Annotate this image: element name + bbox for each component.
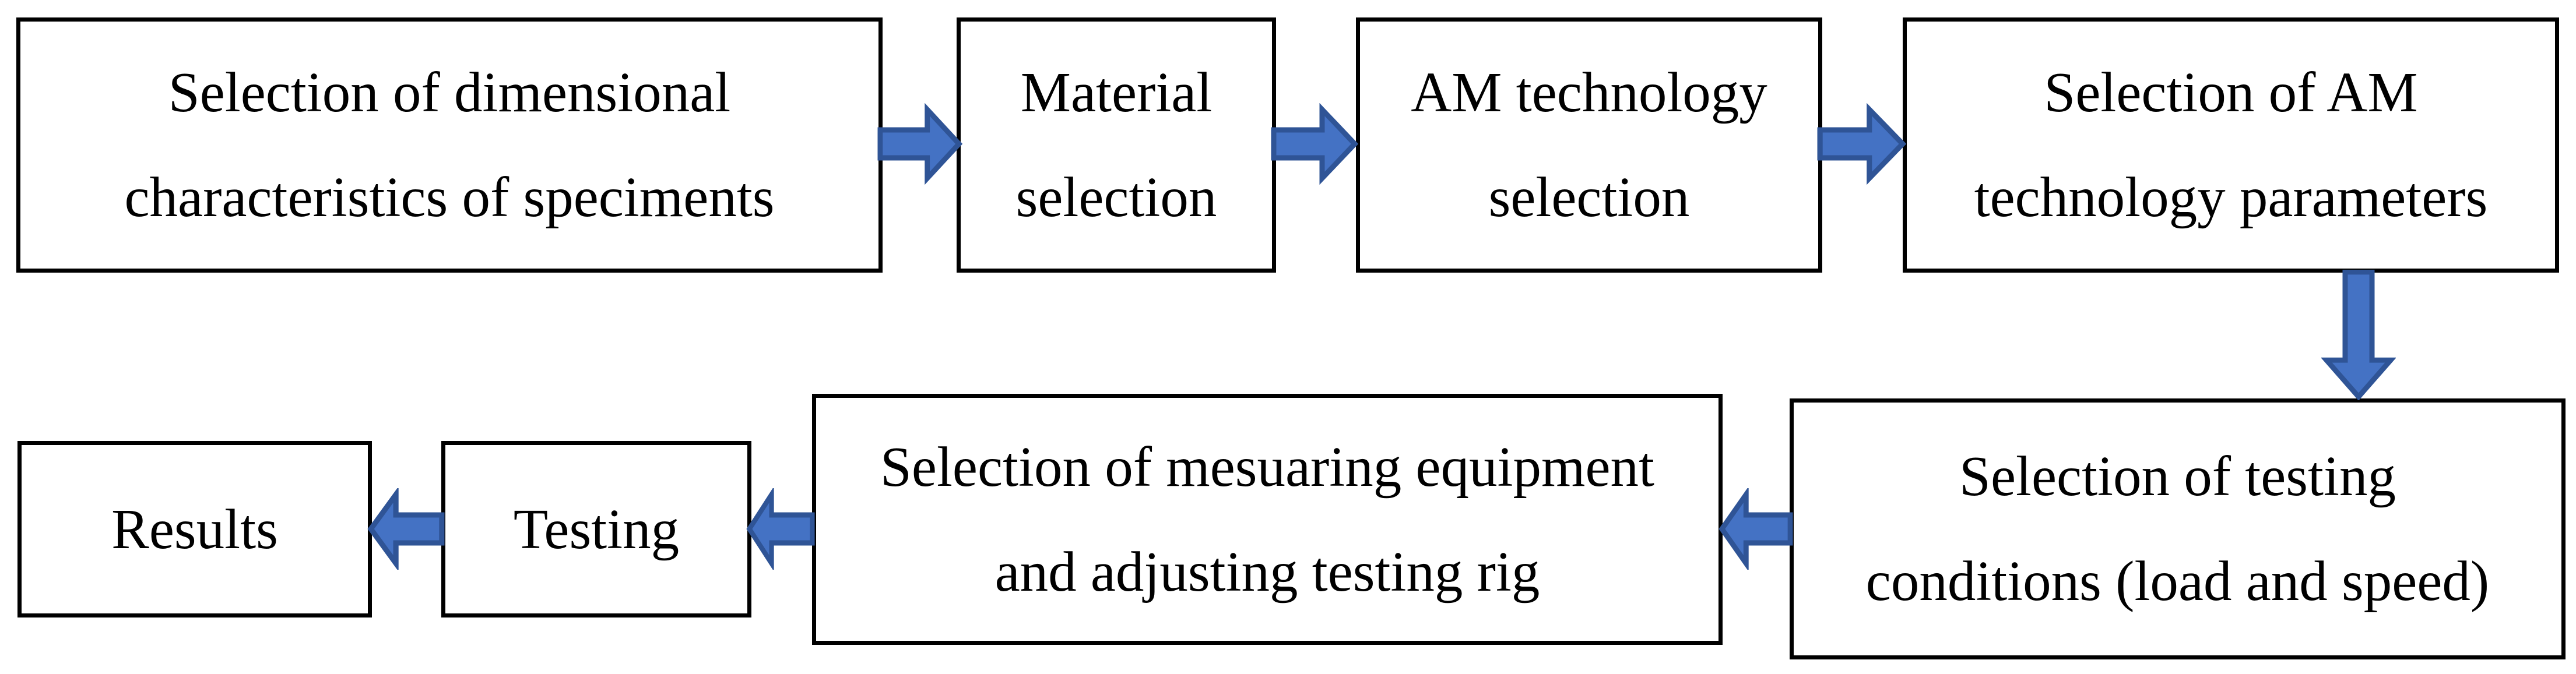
arrow-left-icon-testing-to-results <box>367 488 445 570</box>
box-text-line: Results <box>111 497 278 560</box>
box-text-line: Selection of AM <box>2044 61 2418 123</box>
box-text-line: conditions (load and speed) <box>1865 550 2490 612</box>
flow-box-testing: Testing <box>441 441 751 617</box>
flow-box-am-parameters: Selection of AM technology parameters <box>1903 17 2559 273</box>
box-text-line: characteristics of speciments <box>124 166 775 228</box>
arrow-left-icon-testing-conditions-to-measuring-equipment <box>1718 488 1793 570</box>
flow-box-am-technology: AM technology selection <box>1356 17 1822 273</box>
box-text-line: Testing <box>513 497 680 560</box>
box-text-line: Material <box>1020 61 1213 123</box>
flow-box-material: Material selection <box>957 17 1276 273</box>
box-text-line: Selection of dimensional <box>168 61 731 123</box>
box-text-line: and adjusting testing rig <box>994 540 1540 603</box>
arrow-right-icon-am-technology-to-am-parameters <box>1817 103 1906 185</box>
arrow-down-icon-am-parameters-to-testing-conditions <box>2321 270 2396 400</box>
arrow-right-icon-dimensional-to-material <box>877 103 962 185</box>
box-text-line: Selection of mesuaring equipment <box>880 435 1655 498</box>
box-text-line: selection <box>1015 166 1217 228</box>
box-text-line: selection <box>1488 166 1690 228</box>
arrow-left-icon-measuring-equipment-to-testing <box>746 488 815 570</box>
box-text-line: technology parameters <box>1974 166 2488 228</box>
flow-box-measuring-equipment: Selection of mesuaring equipment and adj… <box>812 394 1723 645</box>
flow-box-dimensional: Selection of dimensional characteristics… <box>16 17 883 273</box>
box-text-line: AM technology <box>1411 61 1767 123</box>
flow-box-results: Results <box>17 441 372 617</box>
box-text-line: Selection of testing <box>1959 445 2396 507</box>
flow-box-testing-conditions: Selection of testing conditions (load an… <box>1790 398 2566 659</box>
arrow-right-icon-material-to-am-technology <box>1271 103 1358 185</box>
